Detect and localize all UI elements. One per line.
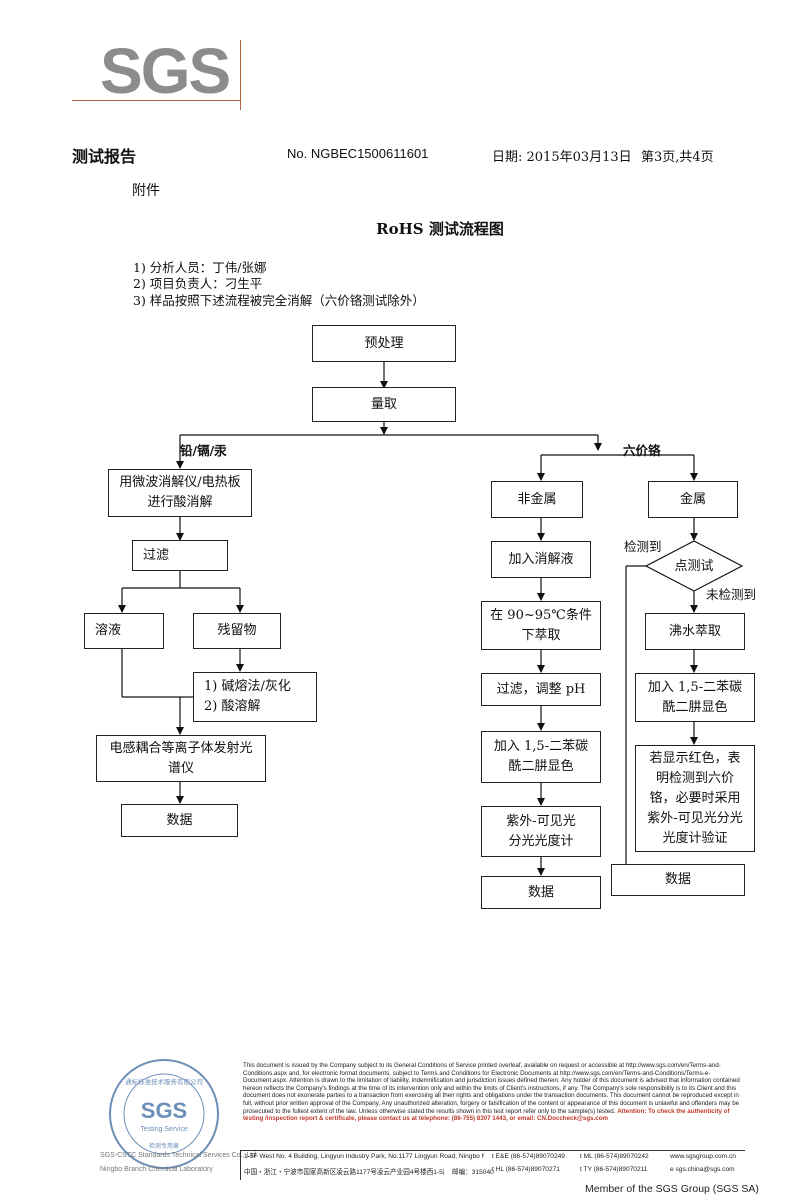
- box-data-middle: 数据: [481, 876, 601, 909]
- email-link[interactable]: e sgs.china@sgs.com: [670, 1166, 735, 1173]
- svg-text:Testing Service: Testing Service: [140, 1126, 188, 1133]
- logo-text: SGS: [100, 35, 231, 107]
- sgs-member-note: Member of the SGS Group (SGS SA): [585, 1183, 759, 1195]
- box-acid-digestion: 用微波消解仪/电热板 进行酸消解: [108, 469, 252, 517]
- website-link[interactable]: www.sgsgroup.com.cn: [670, 1153, 736, 1160]
- tel-hl: t HL (86-574)89070271: [492, 1166, 560, 1173]
- disclaimer-block: This document is issued by the Company s…: [243, 1062, 743, 1123]
- tel-ee: t E&E (86-574)89070249: [492, 1153, 565, 1160]
- logo-line-horizontal: [72, 100, 240, 101]
- box-pretreat: 预处理: [312, 325, 456, 362]
- postcode: 邮编：315040: [452, 1169, 494, 1176]
- footer-divider-vertical: [240, 1150, 241, 1180]
- disclaimer-text: This document is issued by the Company s…: [243, 1062, 740, 1115]
- page-number: 第3页,共4页: [641, 150, 714, 165]
- label-not-detected: 未检测到: [706, 587, 757, 602]
- info-line-manager: 2) 项目负责人：刁生平: [133, 276, 263, 291]
- lab-name-en: Ningbo Branch Chemical Laboratory: [100, 1166, 213, 1173]
- box-uv-vis: 紫外-可见光 分光光度计: [481, 806, 601, 857]
- report-title: 测试报告: [72, 147, 137, 166]
- seal-stamp-icon: SGS Testing Service 检测专用章 通标标准技术服务有限公司: [109, 1059, 219, 1169]
- box-add-dpc-nonmetal: 加入 1,5-二苯碳 酰二肼显色: [481, 731, 601, 783]
- attachment-label: 附件: [132, 183, 160, 199]
- footer-divider: [240, 1150, 745, 1151]
- box-residue-methods: 1) 碱熔法/灰化 2) 酸溶解: [193, 672, 317, 722]
- address-cn: 中国・浙江・宁波市国家高新区凌云路1177号凌云产业园4号楼西1-5层: [244, 1169, 444, 1176]
- company-name-en: SGS-CSTC Standards Technical Services Co…: [100, 1152, 259, 1159]
- box-add-dpc-metal: 加入 1,5-二苯碳 酰二肼显色: [635, 673, 755, 722]
- info-line-analysts: 1) 分析人员：丁伟/张娜: [133, 260, 267, 275]
- box-add-digestion: 加入消解液: [491, 541, 591, 578]
- address-en: 1-5F West No. 4 Building, Lingyun Indust…: [244, 1153, 484, 1160]
- box-data-left: 数据: [121, 804, 238, 837]
- sgs-logo: SGS: [72, 35, 241, 110]
- box-data-right: 数据: [611, 864, 745, 896]
- svg-text:检测专用章: 检测专用章: [149, 1142, 179, 1150]
- label-cr6: 六价铬: [623, 443, 661, 458]
- logo-line-vertical: [240, 40, 241, 110]
- authenticity-notice: Attention: To check the authenticity of …: [243, 1107, 730, 1123]
- svg-text:通标标准技术服务有限公司: 通标标准技术服务有限公司: [125, 1077, 203, 1086]
- box-icp-oes: 电感耦合等离子体发射光 谱仪: [96, 735, 266, 782]
- diamond-spot-test: 点测试: [674, 559, 714, 574]
- info-line-sample: 3) 样品按照下述流程被完全消解（六价铬测试除外）: [133, 293, 425, 308]
- label-pb-cd-hg: 铅/镉/汞: [180, 443, 227, 458]
- tel-ml: t ML (86-574)89070242: [580, 1153, 649, 1160]
- box-weigh: 量取: [312, 387, 456, 422]
- tel-ty: t TY (86-574)89070211: [580, 1166, 648, 1173]
- box-solution: 溶液: [84, 613, 164, 649]
- box-metal: 金属: [648, 481, 738, 518]
- box-filter-ph: 过滤，调整 pH: [481, 673, 601, 706]
- label-detected: 检测到: [624, 539, 662, 554]
- box-residue: 残留物: [193, 613, 281, 649]
- report-date: 日期: 2015年03月13日: [492, 150, 632, 165]
- box-filter: 过滤: [132, 540, 228, 571]
- box-extract: 在 90~95℃条件 下萃取: [481, 601, 601, 650]
- svg-text:SGS: SGS: [141, 1098, 187, 1123]
- flowchart-title: RoHS 测试流程图: [376, 220, 504, 238]
- report-number: No. NGBEC1500611601: [287, 146, 429, 161]
- box-red-color-note: 若显示红色，表 明检测到六价 铬，必要时采用 紫外-可见光分光 光度计验证: [635, 745, 755, 852]
- box-nonmetal: 非金属: [491, 481, 583, 518]
- box-boiling-extraction: 沸水萃取: [645, 613, 745, 650]
